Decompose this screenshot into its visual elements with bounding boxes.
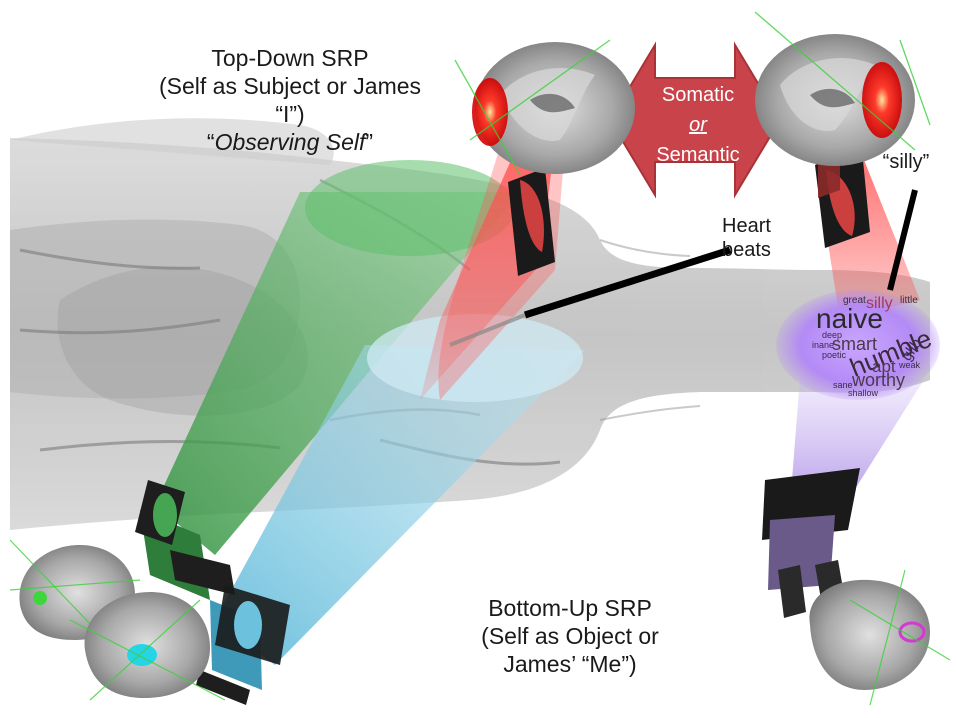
word-little: little	[900, 295, 918, 306]
heart-beats-label: Heart beats	[722, 214, 802, 263]
arrow-label: Somatic or Semantic	[636, 80, 760, 170]
activation-green	[33, 591, 47, 605]
top-down-quote: “Observing Self”	[150, 128, 430, 156]
arrow-label-or: or	[636, 110, 760, 140]
bottom-up-title: Bottom-Up SRP	[440, 594, 700, 622]
bottom-up-line3: James’ “Me”)	[440, 650, 700, 678]
projector-cyan	[196, 585, 290, 705]
top-down-title: Top-Down SRP	[150, 44, 430, 72]
brain-sagittal-magenta-icon	[809, 570, 950, 705]
silly-label: “silly”	[866, 150, 946, 174]
brain-coronal-left-icon	[455, 40, 635, 175]
activation-red-right	[862, 62, 902, 138]
arrow-label-somatic: Somatic	[636, 80, 760, 110]
heart-label-line2: beats	[722, 238, 802, 262]
word-weak: weak	[898, 360, 921, 370]
brain-coronal-right-icon	[755, 12, 930, 166]
activation-red-left	[472, 78, 508, 146]
top-down-label: Top-Down SRP (Self as Subject or James “…	[150, 44, 430, 156]
word-shallow: shallow	[848, 388, 879, 398]
arrow-label-semantic: Semantic	[636, 140, 760, 170]
bottom-up-line2: (Self as Object or	[440, 622, 700, 650]
bottom-up-label: Bottom-Up SRP (Self as Object or James’ …	[440, 594, 700, 678]
heart-label-line1: Heart	[722, 214, 802, 238]
observing-self-text: Observing Self	[215, 129, 366, 155]
word-poetic: poetic	[822, 350, 847, 360]
top-down-subtitle: (Self as Subject or James “I”)	[150, 72, 430, 128]
word-worthy: worthy	[851, 370, 905, 390]
word-inane: inane	[812, 340, 834, 350]
